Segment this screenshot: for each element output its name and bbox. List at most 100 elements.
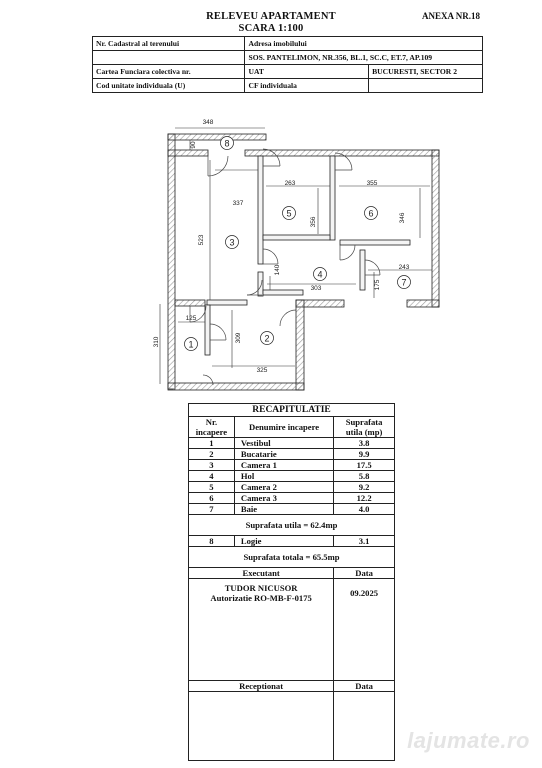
receptionat-label: Receptionat (187, 680, 335, 692)
svg-text:6: 6 (368, 209, 373, 219)
row-nr: 3 (188, 459, 235, 471)
row-area: 5.8 (333, 470, 395, 482)
col-nr-line1: Nr. (205, 417, 218, 427)
room-marker-5: 5 (282, 206, 296, 220)
dim-c1-depth: 337 (233, 200, 244, 207)
row-nr: 7 (188, 503, 235, 515)
row-name: Camera 2 (233, 481, 335, 493)
unit-code-label: Cod unitate individuala (U) (91, 78, 246, 93)
data-label-2: Data (333, 680, 395, 692)
executant-authorization: Autorizatie RO-MB-F-0175 (210, 593, 312, 603)
dim-vest-height: 310 (153, 336, 160, 347)
dim-buc-height: 309 (235, 332, 242, 343)
col-area-line2: utila (mp) (345, 427, 383, 437)
watermark: lajumate.ro (407, 728, 530, 753)
dim-hol-height: 140 (274, 264, 281, 275)
svg-text:5: 5 (286, 209, 291, 219)
row-area: 9.2 (333, 481, 395, 493)
recap-table: RECAPITULATIE Nr.incapere Denumire incap… (187, 403, 395, 761)
dim-logia-depth: 90 (190, 141, 197, 149)
dim-hol-width: 303 (311, 285, 322, 292)
room-marker-1: 1 (184, 337, 198, 351)
address-value: SOS. PANTELIMON, NR.356, BL.1, SC.C, ET.… (244, 50, 483, 65)
dim-baie-width: 243 (399, 264, 410, 271)
svg-text:3: 3 (229, 238, 234, 248)
executant-name: TUDOR NICUSOR (224, 583, 298, 593)
row-area: 3.8 (333, 437, 395, 449)
row-name: Camera 3 (233, 492, 335, 504)
row-area: 9.9 (333, 448, 395, 460)
dim-buc-width: 325 (257, 367, 268, 374)
individual-cf-value (368, 78, 483, 93)
dimension-lines (159, 127, 432, 384)
data-label: Data (333, 567, 395, 579)
row-name: Bucatarie (233, 448, 335, 460)
outer-walls (167, 133, 440, 391)
cadastral-label: Nr. Cadastral al terenului (91, 36, 246, 51)
row-name: Camera 1 (233, 459, 335, 471)
room-marker-6: 6 (364, 206, 378, 220)
svg-text:4: 4 (317, 270, 322, 280)
row-name: Logie (233, 535, 335, 547)
dim-c1-height: 523 (198, 234, 205, 245)
dim-top-width: 348 (203, 119, 214, 126)
document-title: RELEVEU APARTAMENT (206, 11, 336, 22)
row-nr: 8 (188, 535, 235, 547)
executant-date: 09.2025 (333, 578, 395, 681)
floor-plan: 348 90 337 523 263 356 355 346 303 140 2… (153, 119, 440, 391)
recap-title: RECAPITULATIE (188, 403, 395, 417)
svg-text:8: 8 (224, 139, 229, 149)
row-nr: 5 (188, 481, 235, 493)
property-info-table: Nr. Cadastral al terenului Adresa imobil… (91, 36, 483, 93)
room-marker-2: 2 (260, 331, 274, 345)
row-nr: 4 (188, 470, 235, 482)
row-name: Hol (233, 470, 335, 482)
total-util-area: Suprafata utila = 62.4mp (188, 514, 395, 536)
executant-cell: TUDOR NICUSOR Autorizatie RO-MB-F-0175 (187, 578, 335, 681)
col-nr-header: Nr.incapere (188, 416, 235, 438)
row-area: 12.2 (333, 492, 395, 504)
row-area: 4.0 (333, 503, 395, 515)
row-nr: 6 (188, 492, 235, 504)
receptionat-date (333, 691, 395, 761)
svg-text:7: 7 (401, 278, 406, 288)
row-nr: 1 (188, 437, 235, 449)
col-name-header: Denumire incapere (233, 416, 335, 438)
annex-number: ANEXA NR.18 (421, 11, 480, 21)
row-name: Baie (233, 503, 335, 515)
row-area: 17.5 (333, 459, 395, 471)
uat-label: UAT (244, 64, 370, 79)
document-scale: SCARA 1:100 (238, 23, 304, 34)
room-marker-8: 8 (220, 136, 234, 150)
svg-text:1: 1 (188, 340, 193, 350)
dim-c2-width: 263 (285, 180, 296, 187)
executant-label: Executant (187, 567, 335, 579)
row-name: Vestibul (233, 437, 335, 449)
dim-vest-width: 125 (186, 315, 197, 322)
uat-value: BUCURESTI, SECTOR 2 (368, 64, 483, 79)
col-nr-line2: incapere (195, 427, 228, 437)
row-area: 3.1 (333, 535, 395, 547)
col-area-line1: Suprafata (345, 417, 383, 427)
room-marker-4: 4 (313, 267, 327, 281)
row-nr: 2 (188, 448, 235, 460)
room-marker-3: 3 (225, 235, 239, 249)
cadastral-value (91, 50, 246, 65)
dim-c2-height: 356 (310, 216, 317, 227)
land-book-label: Cartea Funciara colectiva nr. (91, 64, 246, 79)
room-marker-7: 7 (397, 275, 411, 289)
interior-walls (204, 155, 411, 356)
total-area: Suprafata totala = 65.5mp (188, 546, 395, 568)
dim-baie-height: 175 (374, 279, 381, 290)
receptionat-cell (187, 691, 335, 761)
address-label: Adresa imobilului (244, 36, 483, 51)
